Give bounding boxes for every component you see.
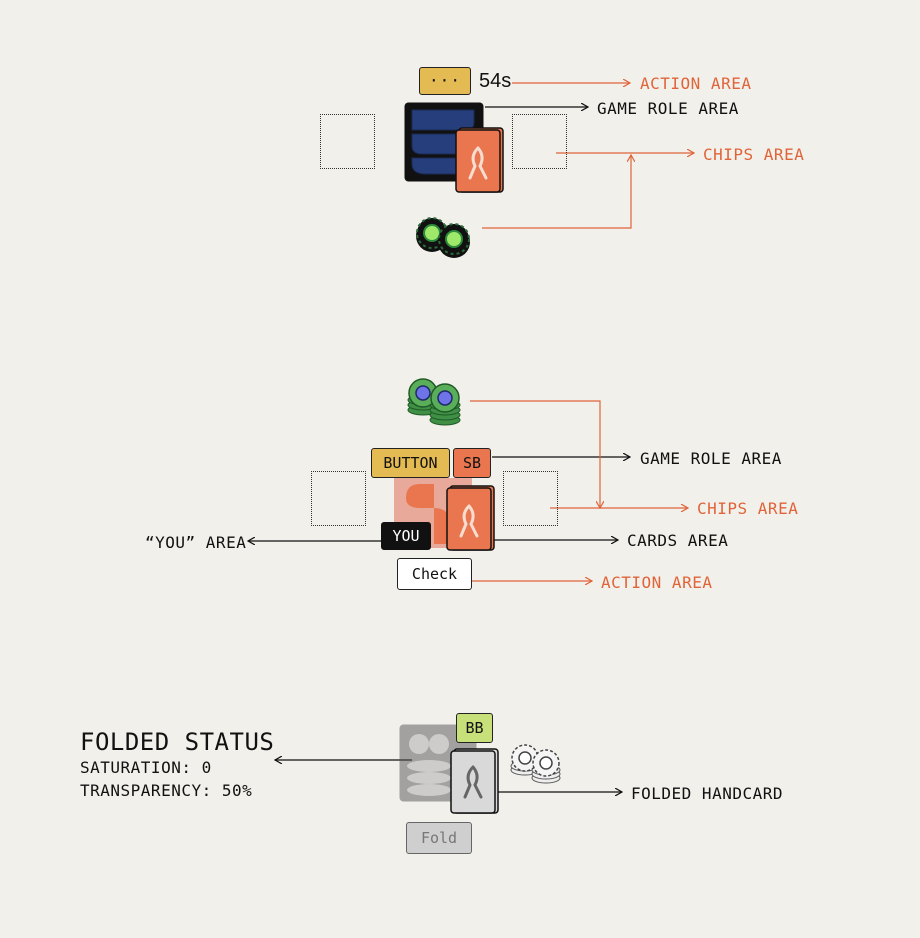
label-you-area: “YOU” AREA bbox=[145, 533, 247, 552]
arrow-chips-up-1 bbox=[482, 155, 631, 229]
label-role-area-1: GAME ROLE AREA bbox=[597, 99, 739, 118]
label-action-area-2: ACTION AREA bbox=[601, 573, 713, 592]
check-button[interactable]: Check bbox=[397, 558, 472, 590]
folded-hand-card bbox=[450, 748, 499, 814]
fold-button[interactable]: Fold bbox=[406, 822, 472, 854]
label-folded-handcard: FOLDED HANDCARD bbox=[631, 784, 783, 803]
action-dots-badge: ··· bbox=[419, 67, 471, 95]
role-badge-button: BUTTON bbox=[371, 448, 450, 478]
chip-stack-green bbox=[407, 378, 461, 426]
fold-button-label: Fold bbox=[420, 829, 458, 847]
role-button-text: BUTTON bbox=[383, 453, 438, 472]
label-chips-area-2: CHIPS AREA bbox=[697, 499, 799, 518]
role-bb-text: BB bbox=[465, 718, 484, 737]
role-badge-sb: SB bbox=[453, 448, 491, 478]
folded-saturation: SATURATION: 0 bbox=[80, 758, 212, 777]
folded-status-title: FOLDED STATUS bbox=[80, 728, 275, 756]
folded-transparency: TRANSPARENCY: 50% bbox=[80, 781, 253, 800]
arrow-chips-down-2 bbox=[470, 400, 600, 508]
hand-card-back bbox=[455, 127, 504, 193]
action-dots-text: ··· bbox=[429, 71, 461, 90]
action-timer: 54s bbox=[479, 70, 512, 92]
label-action-area-1: ACTION AREA bbox=[640, 74, 752, 93]
you-badge-text: YOU bbox=[392, 526, 420, 545]
role-sb-text: SB bbox=[462, 453, 482, 472]
label-role-area-2: GAME ROLE AREA bbox=[640, 449, 782, 468]
check-button-label: Check bbox=[411, 565, 458, 583]
hand-card-back-you bbox=[446, 485, 495, 551]
you-badge: YOU bbox=[381, 522, 431, 550]
folded-chip-stack bbox=[510, 744, 561, 784]
empty-slot-right-1 bbox=[512, 114, 567, 169]
role-badge-bb: BB bbox=[456, 713, 493, 743]
label-chips-area-1: CHIPS AREA bbox=[703, 145, 805, 164]
empty-slot-right-2 bbox=[503, 471, 558, 526]
label-cards-area-2: CARDS AREA bbox=[627, 531, 729, 550]
chip-stack bbox=[416, 217, 470, 258]
empty-slot-left-2 bbox=[311, 471, 366, 526]
empty-slot-left-1 bbox=[320, 114, 375, 169]
